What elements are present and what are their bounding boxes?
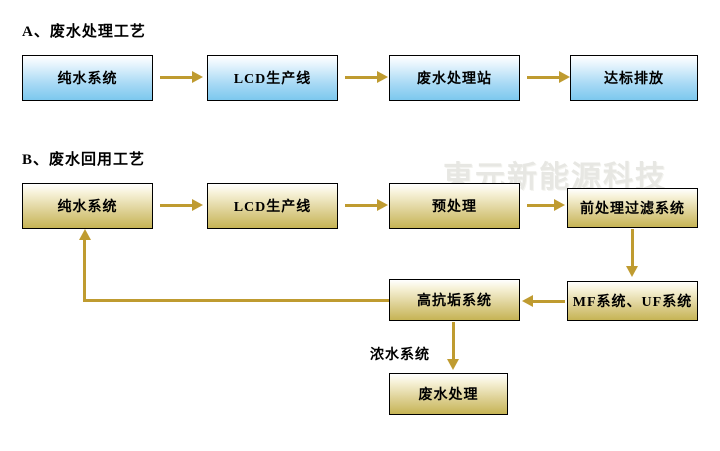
node-b-wastewater-treatment[interactable]: 废水处理 — [389, 373, 508, 415]
node-b-pretreatment[interactable]: 预处理 — [389, 183, 520, 229]
connector-a2-a3-line — [345, 76, 379, 79]
connector-b5-b6-line — [533, 300, 565, 303]
connector-b3-b4-line — [527, 204, 557, 207]
connector-b6-b1-horizontal — [83, 299, 389, 302]
section-a-title: A、废水处理工艺 — [22, 24, 146, 40]
section-b-title: B、废水回用工艺 — [22, 152, 146, 168]
connector-b6-b1-vertical — [83, 240, 86, 302]
connector-a3-a4-arrowhead — [559, 71, 570, 83]
connector-b1-b2-line — [160, 204, 194, 207]
connector-a3-a4-line — [527, 76, 561, 79]
connector-b6-b1-arrowhead — [79, 229, 91, 240]
connector-a2-a3-arrowhead — [377, 71, 388, 83]
node-a-wastewater-treatment-station[interactable]: 废水处理站 — [389, 55, 520, 101]
node-a-compliant-discharge[interactable]: 达标排放 — [570, 55, 698, 101]
node-b-high-antiscalant-system[interactable]: 高抗垢系统 — [389, 279, 520, 321]
connector-b6-b7-arrowhead — [447, 359, 459, 370]
connector-b2-b3-line — [345, 204, 379, 207]
edge-label-concentrate-water-system: 浓水系统 — [370, 348, 430, 363]
connector-b4-b5-arrowhead — [626, 266, 638, 277]
connector-b1-b2-arrowhead — [192, 199, 203, 211]
connector-a1-a2-line — [160, 76, 194, 79]
connector-b5-b6-arrowhead — [522, 295, 533, 307]
node-b-pure-water-system[interactable]: 纯水系统 — [22, 183, 153, 229]
connector-b3-b4-arrowhead — [554, 199, 565, 211]
connector-b6-b7-line — [452, 322, 455, 362]
node-a-lcd-production-line[interactable]: LCD生产线 — [207, 55, 338, 101]
connector-a1-a2-arrowhead — [192, 71, 203, 83]
connector-b4-b5-line — [631, 229, 634, 269]
node-b-mf-uf-system[interactable]: MF系统、UF系统 — [567, 281, 698, 321]
connector-b2-b3-arrowhead — [377, 199, 388, 211]
node-a-pure-water-system[interactable]: 纯水系统 — [22, 55, 153, 101]
node-b-lcd-production-line[interactable]: LCD生产线 — [207, 183, 338, 229]
node-b-pre-filtration-system[interactable]: 前处理过滤系统 — [567, 188, 698, 228]
